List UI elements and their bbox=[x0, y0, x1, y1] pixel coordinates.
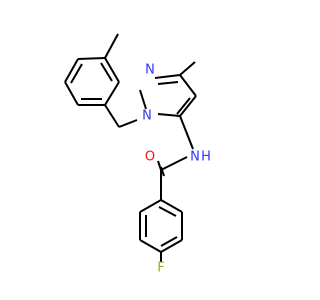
methylbenzyl-group bbox=[64, 33, 120, 128]
atom-label-n2: N bbox=[142, 109, 152, 124]
atom-label-oxygen: O bbox=[145, 150, 155, 165]
bond bbox=[157, 81, 179, 85]
bond bbox=[160, 166, 165, 177]
bond bbox=[176, 97, 191, 115]
molecule-structure-diagram: N N N H O F bbox=[64, 33, 211, 276]
bond bbox=[179, 61, 196, 76]
bond bbox=[179, 95, 197, 117]
bond bbox=[154, 74, 181, 79]
bond bbox=[139, 199, 162, 213]
atom-label-nh-hydrogen: H bbox=[201, 150, 211, 165]
bond bbox=[100, 62, 113, 82]
atom-label-n1: N bbox=[145, 63, 155, 78]
bond bbox=[139, 89, 147, 110]
atom-label-nh: N bbox=[190, 150, 200, 165]
bond bbox=[70, 63, 83, 84]
bond bbox=[104, 57, 120, 83]
bond bbox=[118, 119, 138, 128]
bond bbox=[157, 113, 181, 117]
bond bbox=[160, 236, 178, 247]
bond bbox=[104, 33, 119, 59]
pyrazole-ring bbox=[118, 61, 197, 150]
bond bbox=[104, 81, 120, 106]
fluorobenzamide-group bbox=[139, 156, 188, 262]
bond bbox=[139, 239, 162, 253]
bond bbox=[160, 199, 183, 213]
bond bbox=[160, 239, 183, 253]
bond bbox=[77, 57, 106, 60]
bond bbox=[179, 74, 197, 97]
bond bbox=[179, 115, 194, 150]
bond bbox=[64, 58, 79, 83]
bond bbox=[104, 104, 120, 128]
bond bbox=[160, 156, 188, 171]
bond bbox=[158, 206, 177, 217]
atom-label-fluorine: F bbox=[157, 261, 164, 276]
bond bbox=[64, 81, 79, 106]
